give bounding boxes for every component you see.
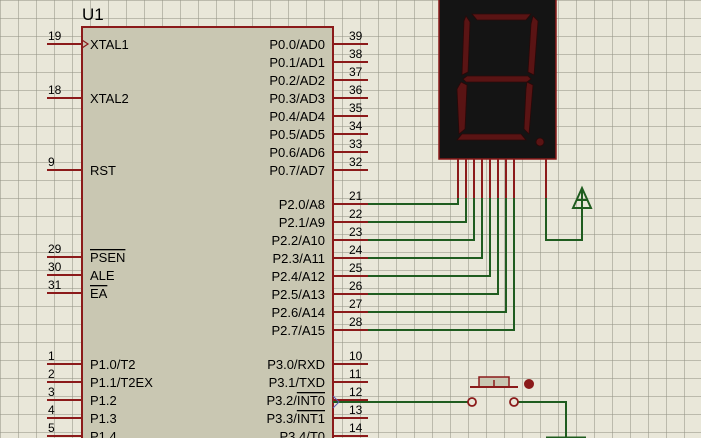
pin-label: P3.2/INT0	[266, 393, 325, 408]
segment-dp	[535, 137, 545, 147]
push-button[interactable]	[333, 376, 586, 438]
pin-number: 3	[48, 385, 55, 399]
pin-label: EA	[90, 286, 108, 301]
pin-label: P2.1/A9	[279, 215, 325, 230]
pin-label: P2.4/A12	[272, 269, 326, 284]
pin-number: 5	[48, 421, 55, 435]
pin-number: 28	[349, 315, 363, 329]
pin-label: P0.1/AD1	[269, 55, 325, 70]
pin-number: 35	[349, 101, 363, 115]
pin-label: P1.2	[90, 393, 117, 408]
pin-number: 21	[349, 189, 363, 203]
pin-label: P1.0/T2	[90, 357, 136, 372]
pin-label: PSEN	[90, 250, 125, 265]
pin-label: P0.7/AD7	[269, 163, 325, 178]
pin-label: P0.3/AD3	[269, 91, 325, 106]
pin-number: 32	[349, 155, 363, 169]
pin-number: 31	[48, 278, 62, 292]
pin-number: 29	[48, 242, 62, 256]
segment-set	[456, 13, 545, 147]
pin-label: P2.2/A10	[272, 233, 326, 248]
pin-number: 22	[349, 207, 363, 221]
pin-label: P0.2/AD2	[269, 73, 325, 88]
pin-number: 13	[349, 403, 363, 417]
pin-label: P1.3	[90, 411, 117, 426]
clock-marker	[81, 39, 90, 49]
display-pins	[457, 159, 547, 205]
pin-label: XTAL1	[90, 37, 129, 52]
pin-number: 12	[349, 385, 363, 399]
selection-marker	[332, 395, 340, 409]
pin-label: P1.1/T2EX	[90, 375, 153, 390]
pin-label: P2.0/A8	[279, 197, 325, 212]
button-probe-dot	[524, 379, 534, 389]
power-terminal-icon[interactable]	[571, 185, 593, 209]
pin-label: P0.4/AD4	[269, 109, 325, 124]
pin-number: 23	[349, 225, 363, 239]
pin-number: 24	[349, 243, 363, 257]
segment-c	[523, 81, 534, 135]
pin-number: 38	[349, 47, 363, 61]
pin-number: 1	[48, 349, 55, 363]
ic-body[interactable]	[81, 26, 334, 438]
pin-number: 27	[349, 297, 363, 311]
pin-label: P0.0/AD0	[269, 37, 325, 52]
pin-number: 9	[48, 155, 55, 169]
bus-wires[interactable]	[368, 198, 583, 331]
pin-label: P2.3/A11	[272, 251, 325, 266]
pin-number: 37	[349, 65, 363, 79]
pin-number: 18	[48, 83, 62, 97]
pin-number: 39	[349, 29, 363, 43]
pin-number: 19	[48, 29, 62, 43]
pin-label: P1.4	[90, 429, 117, 438]
pin-label: P0.6/AD6	[269, 145, 325, 160]
pin-number: 14	[349, 421, 363, 435]
pin-label: P2.6/A14	[272, 305, 326, 320]
pin-label: P3.3/INT1	[266, 411, 325, 426]
pin-label: P3.0/RXD	[267, 357, 325, 372]
ic-ref-label: U1	[82, 5, 104, 24]
pin-number: 36	[349, 83, 363, 97]
segment-a	[471, 13, 532, 21]
segment-b	[527, 15, 539, 76]
pin-label: P3.4/T0	[279, 429, 325, 438]
pin-label: P2.5/A13	[272, 287, 326, 302]
segment-g	[462, 75, 532, 83]
pin-label: XTAL2	[90, 91, 129, 106]
pin-number: 10	[349, 349, 363, 363]
pin-number: 2	[48, 367, 55, 381]
pin-label: P0.5/AD5	[269, 127, 325, 142]
pin-label: RST	[90, 163, 116, 178]
button-contact-right	[509, 397, 519, 407]
pin-number: 33	[349, 137, 363, 151]
button-contact-left	[467, 397, 477, 407]
pin-number: 11	[349, 367, 362, 381]
seven-segment-display[interactable]	[438, 0, 557, 160]
pin-number: 4	[48, 403, 55, 417]
segment-e	[456, 81, 468, 135]
pin-label: P3.1/TXD	[269, 375, 325, 390]
pin-number: 25	[349, 261, 363, 275]
pin-number: 26	[349, 279, 363, 293]
segment-d	[456, 133, 527, 141]
pin-label: ALE	[90, 268, 115, 283]
pin-label: P2.7/A15	[272, 323, 326, 338]
pin-number: 34	[349, 119, 363, 133]
pin-number: 30	[48, 260, 62, 274]
segment-f	[461, 15, 471, 76]
